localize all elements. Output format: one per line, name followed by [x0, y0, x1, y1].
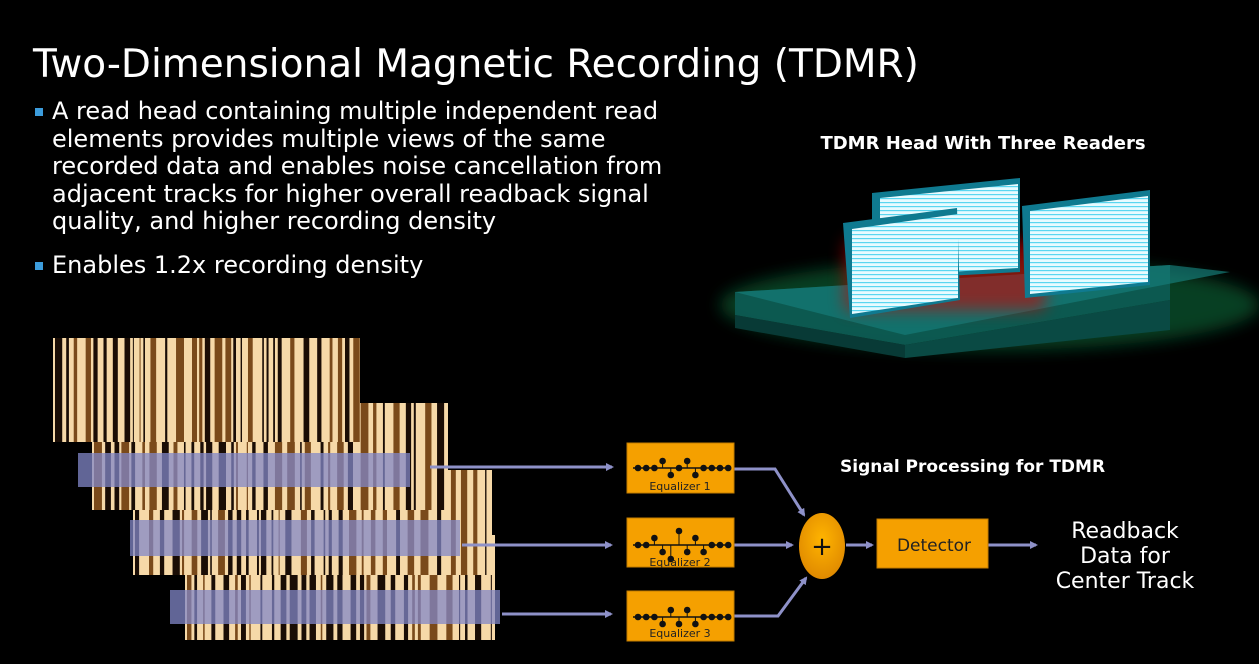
filter-tap [651, 534, 658, 542]
equalizer-label: Equalizer 3 [649, 627, 710, 640]
filter-tap [724, 541, 732, 549]
bullet-text: A read head containing multiple independ… [52, 97, 663, 235]
detector-label: Detector [897, 536, 971, 556]
equalizer-label: Equalizer 1 [649, 480, 710, 493]
reader-left [843, 208, 960, 318]
filter-tap [700, 613, 707, 621]
output-line: Center Track [1056, 569, 1195, 594]
track-image [53, 338, 360, 442]
filter-tap [724, 613, 732, 621]
output-line: Readback [1071, 519, 1179, 544]
filter-tap [642, 541, 650, 549]
filter-tap [675, 620, 683, 628]
filter-tap [634, 613, 642, 621]
readback-output-label: Readback Data for Center Track [1056, 519, 1195, 594]
filter-tap [716, 613, 724, 621]
filter-tap [708, 464, 716, 472]
filter-tap [692, 534, 699, 542]
filter-tap [675, 527, 683, 535]
reader-right [1022, 190, 1150, 298]
filter-tap [683, 606, 691, 614]
filter-tap [724, 464, 732, 472]
equalizer-label: Equalizer 2 [649, 556, 710, 569]
plus-symbol: + [811, 532, 833, 562]
summer-node: + [799, 513, 845, 579]
output-line: Data for [1080, 544, 1171, 569]
detector-block: Detector [876, 518, 989, 569]
filter-tap [692, 620, 699, 628]
head-caption: TDMR Head With Three Readers [820, 133, 1145, 154]
bullet-item: Enables 1.2x recording density [33, 250, 673, 280]
bullet-square-icon [35, 261, 43, 270]
slide-title: Two-Dimensional Magnetic Recording (TDMR… [33, 42, 919, 87]
filter-tap [659, 457, 666, 465]
equalizers: Equalizer 1 Equalizer 2 Equalizer 3 [626, 442, 735, 642]
tdmr-head-figure: TDMR Head With Three Readers [720, 133, 1259, 358]
filter-tap [642, 613, 650, 621]
equalizer-2: Equalizer 2 [626, 517, 735, 569]
bullet-text: Enables 1.2x recording density [52, 250, 424, 279]
filter-tap [667, 555, 675, 563]
filter-tap [683, 457, 691, 465]
filter-tap [651, 464, 658, 472]
signal-processing-caption: Signal Processing for TDMR [840, 457, 1105, 477]
equalizer-1: Equalizer 1 [626, 442, 735, 494]
filter-tap [716, 464, 724, 472]
filter-tap [708, 541, 716, 549]
filter-tap [634, 464, 642, 472]
filter-tap [708, 613, 716, 621]
filter-tap [651, 613, 658, 621]
filter-tap [716, 541, 724, 549]
track-bar-2 [130, 520, 460, 556]
filter-tap [667, 606, 675, 614]
filter-tap [700, 464, 707, 472]
filter-tap [659, 548, 666, 556]
signal-arrows [430, 463, 1038, 618]
bullet-square-icon [35, 108, 43, 116]
filter-tap [692, 471, 699, 479]
equalizer-3: Equalizer 3 [626, 590, 735, 642]
filter-tap [659, 620, 666, 628]
reader-track-bars [78, 453, 500, 624]
bullet-item: A read head containing multiple independ… [33, 97, 673, 236]
bullet-list: A read head containing multiple independ… [33, 97, 673, 295]
track-bar-1 [78, 453, 410, 487]
filter-tap [634, 541, 642, 549]
track-bar-3 [170, 590, 500, 624]
filter-tap [642, 464, 650, 472]
filter-tap [675, 464, 683, 472]
filter-tap [700, 548, 707, 556]
filter-tap [667, 471, 675, 479]
filter-tap [683, 548, 691, 556]
